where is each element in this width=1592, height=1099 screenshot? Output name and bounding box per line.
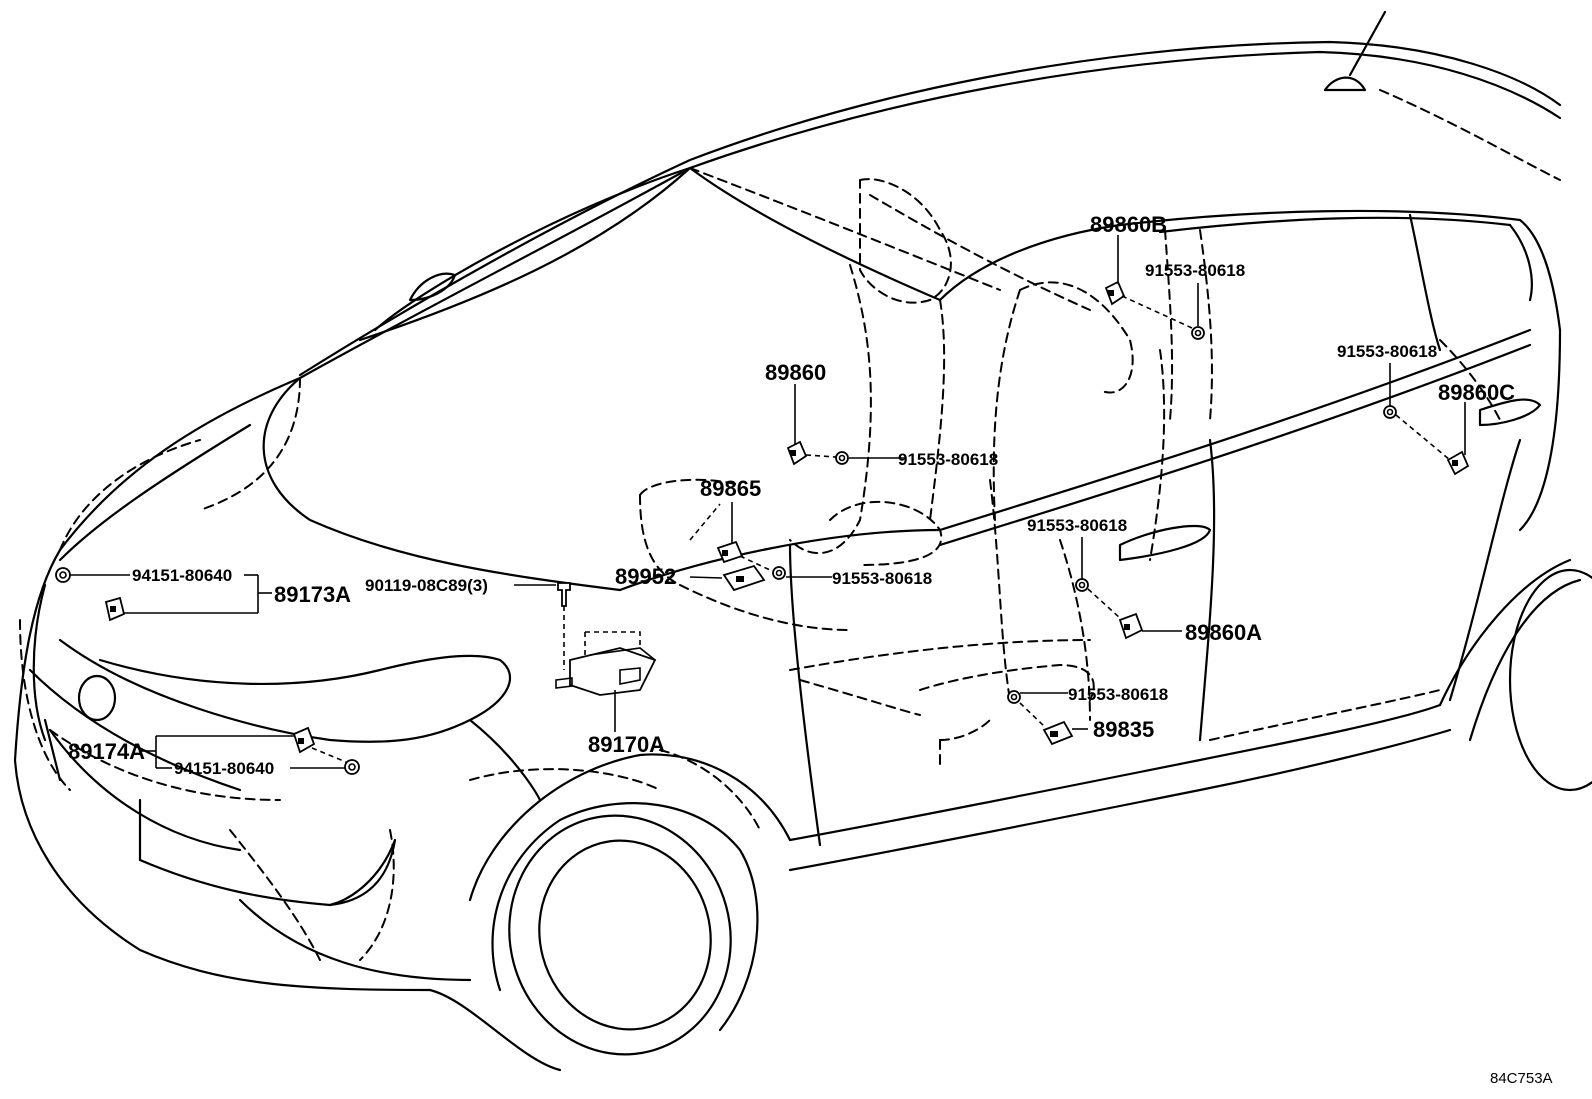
sensor-89860C [1446, 450, 1470, 476]
label-91553-80618-floor[interactable]: 91553-80618 [1068, 685, 1168, 704]
bolt-91553-door [1075, 578, 1089, 592]
leader-lines [70, 235, 1466, 769]
bolt-94151-a [55, 567, 71, 583]
interior-hidden-lines [19, 89, 1561, 961]
bolt-91553-b [1191, 326, 1205, 340]
label-91553-80618-b[interactable]: 91553-80618 [1145, 261, 1245, 280]
sensor-89952 [722, 564, 766, 592]
label-89835[interactable]: 89835 [1093, 717, 1154, 742]
label-91553-80618-c[interactable]: 91553-80618 [898, 450, 998, 469]
sensor-89860A [1118, 612, 1144, 640]
bolt-94151-b [344, 759, 360, 775]
label-89860C[interactable]: 89860C [1438, 380, 1515, 405]
label-91553-80618-door[interactable]: 91553-80618 [1027, 516, 1127, 535]
airbag-ecu-89170A [555, 631, 657, 696]
label-89865[interactable]: 89865 [700, 476, 761, 501]
label-89860A[interactable]: 89860A [1185, 620, 1262, 645]
sensor-89174A [292, 726, 316, 754]
label-89952[interactable]: 89952 [615, 564, 676, 589]
bolt-91553-c [835, 451, 849, 465]
bolt-90119 [557, 582, 571, 607]
car-body-outline [13, 10, 1592, 1072]
label-89174A[interactable]: 89174A [68, 739, 145, 764]
label-89860B[interactable]: 89860B [1090, 212, 1167, 237]
bolt-91553-89952 [772, 566, 786, 580]
bolt-91553-floor [1007, 690, 1021, 704]
label-94151-80640-b[interactable]: 94151-80640 [174, 759, 274, 778]
label-89860[interactable]: 89860 [765, 360, 826, 385]
label-91553-80618-89952[interactable]: 91553-80618 [832, 569, 932, 588]
label-89173A[interactable]: 89173A [274, 582, 351, 607]
sensor-89865 [716, 540, 744, 564]
label-91553-80618-rear[interactable]: 91553-80618 [1337, 342, 1437, 361]
diagram-id: 84C753A [1490, 1070, 1553, 1087]
bolt-91553-rear [1383, 405, 1397, 419]
parts [55, 280, 1470, 775]
label-90119-08c89[interactable]: 90119-08C89(3) [365, 576, 488, 595]
label-94151-80640-a[interactable]: 94151-80640 [132, 566, 232, 585]
sensor-89860B [1104, 280, 1126, 306]
label-89170A[interactable]: 89170A [588, 732, 665, 757]
sensor-89860 [786, 440, 808, 466]
sensor-89173A [104, 596, 126, 622]
part-labels: 89860B 91553-80618 89860 91553-80618 915… [68, 212, 1553, 1087]
sensor-89835 [1042, 720, 1074, 746]
